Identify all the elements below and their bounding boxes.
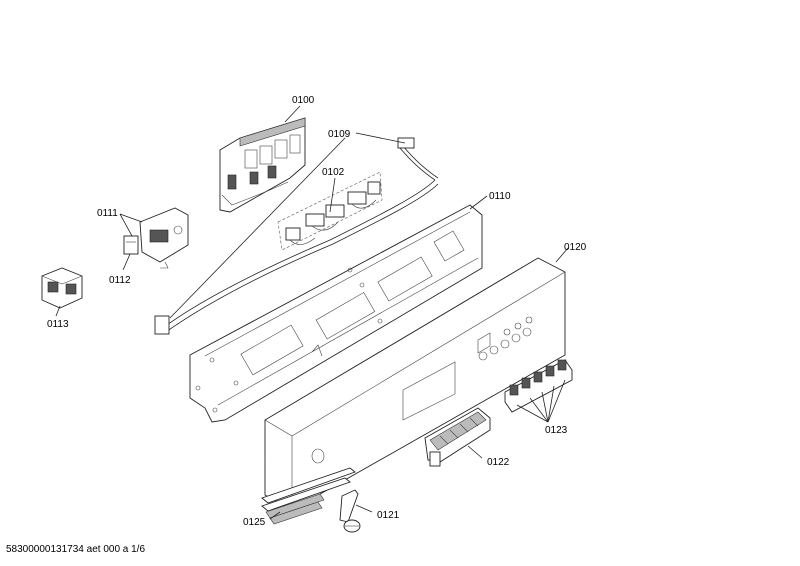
part-0125-seal-strips [261, 467, 356, 525]
label-0110: 0110 [489, 191, 511, 202]
leader-0123-c [541, 391, 549, 423]
label-0121: 0121 [377, 510, 400, 521]
leader-0109-b [355, 132, 406, 144]
part-0113-bracket [41, 267, 83, 309]
leader-0123-b [529, 397, 549, 423]
part-0109-wiring-harness [154, 137, 439, 335]
leader-0110 [469, 195, 488, 210]
label-0122: 0122 [487, 457, 510, 468]
leader-0123-e [547, 379, 566, 423]
leader-0122 [467, 445, 483, 459]
document-reference: 58300000131734 aet 000 a 1/6 [6, 544, 146, 555]
label-0113: 0113 [47, 319, 69, 330]
leader-0111-a [119, 213, 133, 237]
part-0112-switch-cap [123, 235, 139, 255]
leader-0111-b [119, 213, 143, 223]
leader-0120 [555, 247, 569, 263]
part-0122-selector [424, 407, 491, 467]
part-0123-button-set [504, 359, 573, 413]
label-0123: 0123 [545, 425, 568, 436]
part-0110-panel-frame [189, 204, 483, 423]
part-0100-electronic-module [219, 117, 306, 213]
label-0109: 0109 [328, 129, 351, 140]
label-0125: 0125 [243, 517, 266, 528]
leader-0125 [269, 511, 281, 520]
leader-0123-a [516, 404, 549, 423]
leader-0121 [355, 504, 373, 513]
leader-0113 [55, 305, 61, 317]
label-0120: 0120 [564, 242, 587, 253]
leader-0112 [122, 253, 131, 271]
label-0111: 0111 [97, 208, 118, 219]
leader-0109-a [169, 137, 346, 319]
leader-0123-d [547, 385, 555, 423]
part-0102-connector-set [277, 171, 383, 251]
part-0120-fascia [264, 257, 566, 511]
part-0121-knob [339, 489, 361, 533]
leader-0102 [329, 177, 336, 213]
part-0111-switch [139, 207, 189, 269]
label-0112: 0112 [109, 275, 131, 286]
leader-0100 [284, 105, 301, 123]
label-0102: 0102 [322, 167, 345, 178]
label-0100: 0100 [292, 95, 315, 106]
